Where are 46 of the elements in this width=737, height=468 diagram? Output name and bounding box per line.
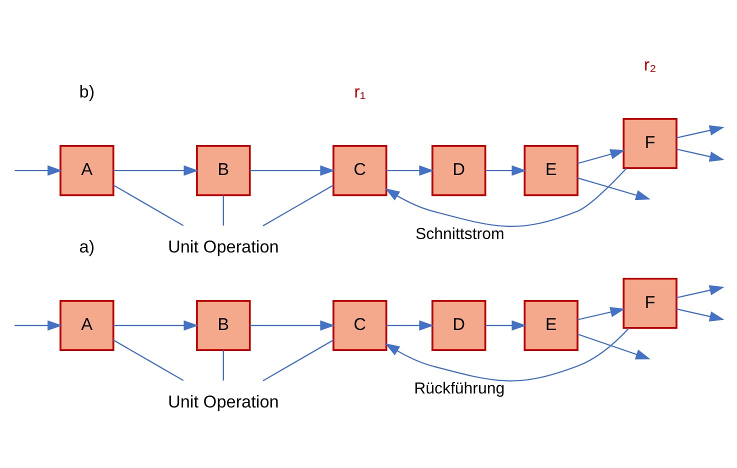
- arrow: [113, 164, 198, 176]
- arrow: [14, 164, 62, 176]
- node-box: C: [332, 144, 388, 196]
- edge-label: Schnittstrom: [416, 226, 504, 243]
- node-box: E: [524, 144, 578, 196]
- label: r₁: [354, 81, 366, 102]
- node-box: B: [196, 144, 251, 196]
- arrow: [676, 284, 724, 298]
- node-box: A: [60, 144, 114, 196]
- node-box: D: [432, 144, 486, 196]
- arrow: [384, 167, 627, 226]
- node-text: Unit Operation: [168, 391, 279, 411]
- arrow: [14, 320, 62, 330]
- connector: [113, 339, 184, 381]
- arrow: [577, 333, 650, 359]
- arrow: [384, 327, 630, 381]
- arrow: [578, 148, 626, 164]
- arrow: [676, 124, 724, 138]
- arrow: [578, 306, 626, 320]
- connector: [113, 184, 184, 226]
- node-box: A: [60, 299, 114, 350]
- arrow: [676, 148, 724, 162]
- arrow: [113, 320, 198, 330]
- node-box: F: [622, 277, 678, 328]
- arrow: [250, 164, 335, 176]
- node-box: D: [432, 299, 486, 350]
- connector: [262, 339, 334, 381]
- label: a): [79, 236, 95, 256]
- node-text: Unit Operation: [168, 236, 279, 256]
- connector: [262, 184, 334, 226]
- node-box: C: [332, 299, 388, 350]
- node-box: E: [524, 299, 578, 350]
- label: r₂: [644, 54, 656, 74]
- arrow: [486, 164, 526, 176]
- node-box: F: [622, 118, 678, 169]
- arrow: [386, 164, 434, 176]
- connector: [222, 350, 224, 380]
- label: b): [79, 81, 95, 102]
- arrow: [250, 320, 335, 330]
- connector: [222, 195, 224, 226]
- arrow: [486, 320, 526, 330]
- arrow: [676, 308, 724, 322]
- arrow: [578, 176, 650, 200]
- arrow: [386, 320, 434, 330]
- node-box: B: [196, 299, 251, 350]
- edge-label: Rückführung: [414, 380, 505, 398]
